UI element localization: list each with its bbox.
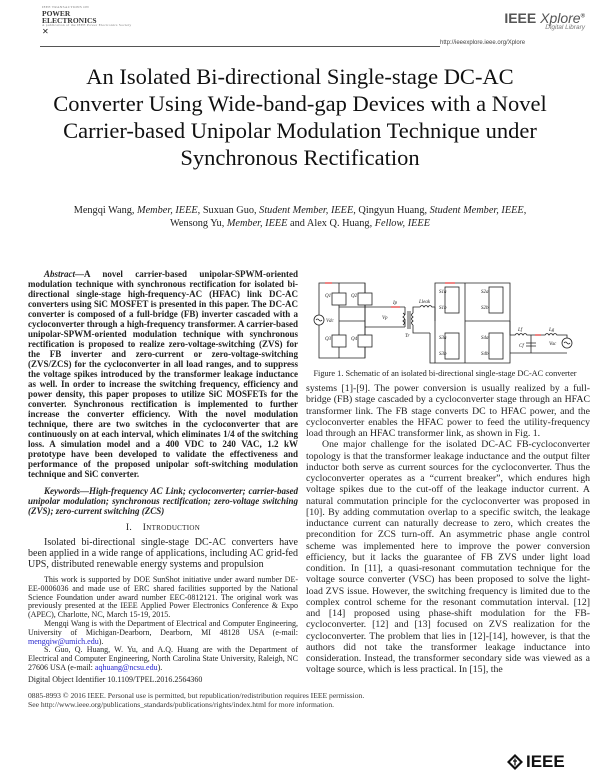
label-q4: Q4 — [351, 337, 358, 342]
keywords: Keywords—High-frequency AC Link; cycloco… — [28, 486, 298, 516]
journal-small-text: IEEE TRANSACTIONS ON — [42, 5, 89, 9]
section-heading-introduction: I. Introduction — [28, 523, 298, 534]
body-paragraph: One major challenge for the isolated DC-… — [306, 439, 590, 676]
email-link[interactable]: mengqiw@umich.edu — [28, 636, 99, 646]
affiliation-end: ). — [98, 636, 104, 646]
label-s1a: S1a — [439, 290, 447, 295]
abstract: Abstract—A novel carrier-based unipolar-… — [28, 269, 298, 479]
author-name: Alex Q. Huang — [306, 218, 370, 229]
author-name: Suxuan Guo — [202, 205, 255, 216]
author-line-1: Mengqi Wang, Member, IEEE, Suxuan Guo, S… — [73, 205, 527, 216]
ieee-diamond-icon — [507, 754, 523, 770]
intro-paragraph: Isolated bi-directional single-stage DC-… — [28, 537, 298, 570]
xplore-brand: IEEE — [504, 10, 537, 26]
copyright-line-1: 0885-8993 © 2016 IEEE. Personal use is p… — [28, 690, 365, 700]
doi: Digital Object Identifier 10.1109/TPEL.2… — [28, 674, 203, 684]
label-tr: Tr — [405, 334, 410, 339]
abstract-label: Abstract — [44, 269, 76, 279]
header-rule — [40, 46, 440, 47]
label-s2a: S2a — [481, 290, 489, 295]
transformer — [402, 305, 435, 334]
label-lleak: Lleak — [418, 300, 431, 305]
label-s4a: S4a — [481, 336, 489, 341]
author-role: Student Member, IEEE — [429, 205, 524, 216]
label-ip: Ip — [392, 301, 398, 306]
ieee-xplore-logo: IEEE Xplore® Digital Library — [460, 10, 585, 31]
ieee-wordmark: IEEE — [526, 752, 565, 771]
label-s2b: S2b — [481, 306, 489, 311]
xplore-subtitle: Digital Library — [545, 24, 585, 31]
label-cf: Cf — [519, 344, 524, 349]
author-role: Fellow, IEEE — [374, 218, 430, 229]
affiliation-text: S. Guo, Q. Huang, W. Yu, and A.Q. Huang … — [28, 645, 298, 672]
author-name: Mengqi Wang — [73, 205, 132, 216]
author-line-2: Wensong Yu, Member, IEEE and Alex Q. Hua… — [169, 218, 430, 229]
affiliation-end: ). — [157, 662, 163, 672]
author-name: Qingyun Huang — [358, 205, 425, 216]
label-vdc: Vdc — [326, 319, 335, 324]
left-column: Abstract—A novel carrier-based unipolar-… — [28, 269, 364, 710]
figure-caption: Figure 1. Schematic of an isolated bi-di… — [313, 369, 577, 378]
label-q1: Q1 — [325, 294, 331, 299]
paper-title: An Isolated Bi-directional Single-stage … — [53, 64, 547, 170]
keywords-text: —High-frequency AC Link; cycloconverter;… — [28, 486, 298, 516]
label-s4b: S4b — [481, 352, 489, 357]
ieee-logo: IEEE — [507, 752, 565, 772]
full-bridge-inverter — [313, 282, 405, 359]
current-arrows — [325, 282, 541, 336]
label-q3: Q3 — [325, 337, 332, 342]
label-vac: Vac — [549, 342, 557, 347]
keywords-label: Keywords — [44, 486, 80, 496]
xplore-url[interactable]: http://ieeexplore.ieee.org/Xplore — [440, 40, 526, 46]
author-role: Member, IEEE — [226, 218, 288, 229]
abstract-text: —A novel carrier-based unipolar-SPWM-ori… — [28, 269, 298, 479]
footnotes: This work is supported by DOE SunShot in… — [28, 575, 298, 673]
label-s3a: S3a — [439, 336, 447, 341]
copyright: 0885-8993 © 2016 IEEE. Personal use is p… — [28, 691, 468, 710]
section-title: Introduction — [142, 523, 201, 533]
xplore-name: Xplore — [540, 10, 581, 26]
author-role: Member, IEEE — [137, 205, 198, 216]
section-number: I. — [125, 523, 133, 533]
body-paragraph: systems [1]-[9]. The power conversion is… — [306, 383, 590, 439]
affiliation-text: Mengqi Wang is with the Department of El… — [28, 618, 298, 637]
author-list: Mengqi Wang, Member, IEEE, Suxuan Guo, S… — [40, 204, 560, 230]
label-lg: Lg — [548, 328, 555, 333]
copyright-line-2: See http://www.ieee.org/publications_sta… — [28, 700, 335, 710]
label-s3b: S3b — [439, 352, 447, 357]
journal-name-line2: ELECTRONICS — [42, 15, 97, 25]
author-name: Wensong Yu — [169, 218, 222, 229]
cycloconverter — [429, 282, 511, 364]
journal-logo: IEEE TRANSACTIONS ON POWER ELECTRONICS A… — [42, 5, 132, 36]
funding-note: This work is supported by DOE SunShot in… — [28, 575, 298, 620]
right-column-wrapper: Vdc Q1 Q2 Q3 Q4 Ip Vp Tr Lleak S1a S1b S… — [305, 263, 590, 676]
email-link[interactable]: aqhuang@ncsu.edu — [94, 662, 158, 672]
journal-name-line1: POWER — [42, 8, 71, 18]
society-icon: ✕ — [42, 27, 49, 36]
author2-affiliation: S. Guo, Q. Huang, W. Yu, and A.Q. Huang … — [28, 646, 298, 672]
author-role: Student Member, IEEE — [259, 205, 354, 216]
label-q2: Q2 — [351, 294, 358, 299]
author1-affiliation: Mengqi Wang is with the Department of El… — [28, 618, 298, 646]
label-vp: Vp — [382, 316, 388, 321]
journal-sub: A publication of the IEEE Power Electron… — [42, 22, 132, 27]
label-s1b: S1b — [439, 306, 447, 311]
right-column: systems [1]-[9]. The power conversion is… — [306, 383, 590, 676]
label-lf: Lf — [517, 328, 523, 333]
circuit-schematic: Vdc Q1 Q2 Q3 Q4 Ip Vp Tr Lleak S1a S1b S… — [313, 282, 573, 364]
